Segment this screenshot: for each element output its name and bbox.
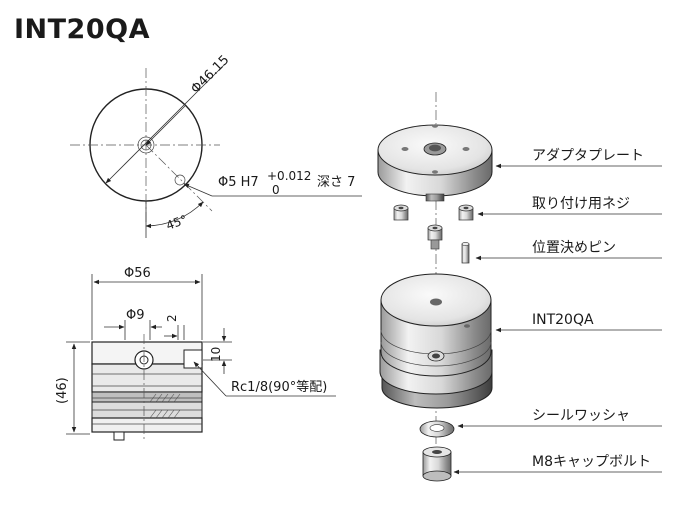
callout-mounting-screw: 取り付け用ネジ — [532, 196, 630, 212]
pin-hole — [174, 174, 186, 186]
side-view: Φ56 Φ9 2 10 (46) Rc1/8( — [55, 266, 336, 442]
total-height-label: (46) — [55, 377, 70, 404]
height-label: 10 — [209, 347, 223, 362]
port-label: Rc1/8(90°等配) — [231, 379, 327, 395]
tolerance-lower: 0 — [272, 183, 280, 197]
top-view: Φ46.15 45° Φ5 H7 +0.012 0 深さ 7 — [70, 53, 362, 238]
int20qa-body-part — [379, 273, 493, 409]
cap-bolt-part — [422, 446, 452, 482]
page-title: INT20QA — [14, 14, 150, 45]
pin-hole-label: Φ5 H7 — [218, 175, 259, 190]
callout-locating-pin: 位置決めピン — [532, 240, 616, 256]
adapter-plate-part — [377, 124, 493, 202]
callout-seal-washer: シールワッシャ — [532, 408, 630, 424]
exploded-view: アダプタプレート 取り付け用ネジ 位置決めピン INT20QA シールワッシャ … — [377, 92, 662, 482]
offset-label: 2 — [165, 314, 179, 322]
locating-pin-part — [461, 242, 470, 264]
diameter-label: Φ46.15 — [188, 53, 232, 97]
depth-label: 深さ 7 — [317, 175, 355, 190]
bore-label: Φ9 — [126, 308, 145, 323]
callout-cap-bolt: M8キャップボルト — [532, 454, 651, 470]
angle-label: 45° — [164, 212, 189, 232]
width-label: Φ56 — [124, 266, 151, 281]
mounting-screws-part — [393, 204, 474, 250]
callout-body: INT20QA — [532, 312, 594, 328]
seal-washer-part — [419, 420, 455, 438]
tolerance-upper: +0.012 — [267, 169, 311, 183]
callout-adapter-plate: アダプタプレート — [532, 148, 644, 164]
